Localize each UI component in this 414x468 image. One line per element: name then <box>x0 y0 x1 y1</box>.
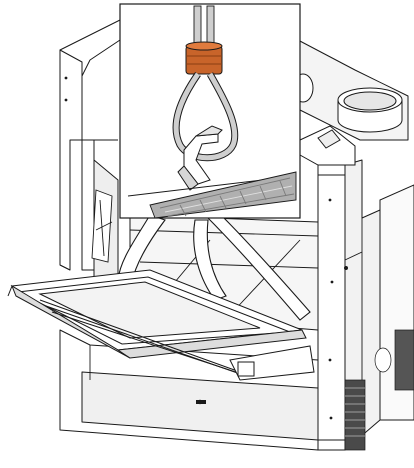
side-vents <box>344 329 414 451</box>
door-frame <box>7 269 315 381</box>
lifting-straps <box>117 213 311 321</box>
cable-loop <box>172 72 239 162</box>
left-upright <box>59 49 83 271</box>
screw-marks <box>64 76 348 420</box>
right-upper-block <box>299 125 356 166</box>
door-strut <box>91 189 113 263</box>
mesh-gasket <box>149 171 297 219</box>
detail-inset <box>119 3 301 219</box>
right-pillar <box>317 164 346 451</box>
lifting-hook-icon <box>177 125 223 191</box>
crimp-ferrule-icon <box>185 41 223 75</box>
